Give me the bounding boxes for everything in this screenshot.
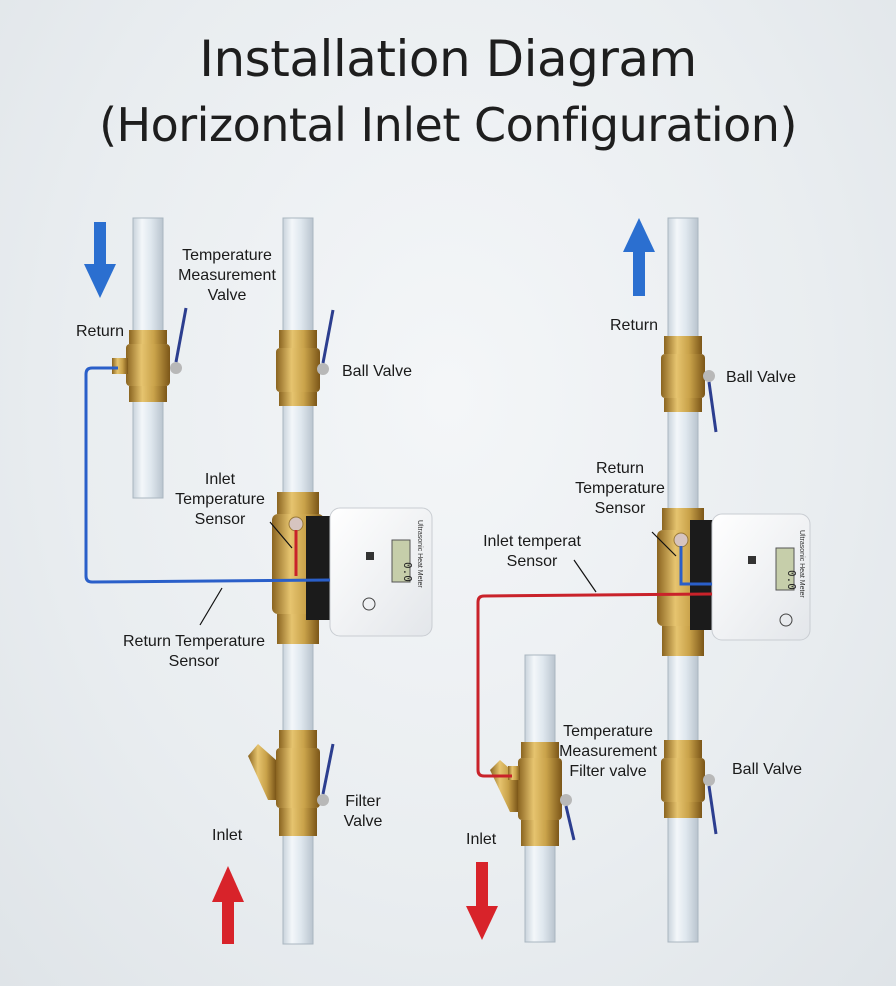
left-ball-valve-label: Ball Valve (342, 363, 412, 380)
label-line: Temperature (182, 247, 272, 264)
left-inlet-temp-sensor-label: Inlet Temperature Sensor (168, 470, 272, 530)
right-return-wire (679, 546, 712, 586)
right-heat-meter (711, 513, 811, 641)
right-return-sensor-leader (651, 531, 677, 557)
right-ball-valve-top-label: Ball Valve (726, 369, 796, 386)
right-meter-assembly (657, 508, 718, 656)
label-line: Filter valve (569, 763, 647, 780)
diagram-title: Installation Diagram (199, 30, 697, 88)
left-return-arrow (84, 222, 116, 298)
label-line: Return Temperature (123, 633, 265, 650)
right-inlet-sensor-leader (573, 559, 597, 593)
label-line: Valve (343, 813, 383, 830)
label-line: Sensor (194, 511, 246, 528)
left-inlet-arrow (212, 866, 244, 944)
left-meter-assembly (272, 492, 336, 644)
left-return-sensor-leader (199, 587, 223, 626)
label-line: Sensor (168, 653, 220, 670)
left-ball-valve[interactable] (276, 309, 335, 406)
right-inlet-label: Inlet (466, 831, 497, 848)
right-ball-valve-bottom[interactable] (661, 740, 718, 835)
left-heat-meter (329, 507, 433, 637)
left-return-label: Return (76, 323, 125, 340)
label-line: Inlet (204, 471, 236, 488)
left-filter-valve[interactable] (248, 730, 335, 836)
left-filter-valve-label: Filter Valve (338, 792, 388, 832)
label-line: Sensor (594, 500, 646, 517)
right-temp-measurement-filter-valve-label: Temperature Measurement Filter valve (556, 722, 660, 782)
label-line: Valve (207, 287, 247, 304)
right-ball-valve-bottom-label: Ball Valve (732, 761, 802, 778)
left-return-temp-sensor-label: Return Temperature Sensor (118, 632, 270, 672)
right-meter-display: 0.0 (785, 570, 798, 590)
right-return-label: Return (610, 317, 659, 334)
label-line: Measurement (559, 743, 657, 760)
left-temp-measurement-valve-label: Temperature Measurement Valve (168, 246, 286, 306)
label-line: Sensor (506, 553, 558, 570)
right-inlet-wire (476, 592, 713, 778)
left-return-wire (84, 366, 331, 584)
right-return-arrow (623, 218, 655, 296)
label-line: Temperature (575, 480, 665, 497)
right-temp-measurement-filter-valve[interactable] (490, 742, 576, 846)
right-inlet-arrow (466, 862, 498, 940)
left-meter-display: 0.0 (401, 562, 414, 582)
right-inlet-temp-sensor-label: Inlet temperat Sensor (474, 532, 590, 572)
left-inlet-sensor-leader (269, 521, 293, 549)
right-return-temp-sensor-label: Return Temperature Sensor (568, 459, 672, 519)
label-line: Inlet temperat (483, 533, 581, 550)
left-meter-name: Ultrasonic Heat Meter (416, 520, 423, 588)
diagram-subtitle: (Horizontal Inlet Configuration) (99, 98, 797, 152)
right-ball-valve-top[interactable] (661, 336, 718, 433)
label-line: Filter (345, 793, 381, 810)
left-inlet-label: Inlet (212, 827, 243, 844)
right-diagram: Ultrasonic Heat Meter 0.0 (466, 217, 811, 943)
label-line: Measurement (178, 267, 276, 284)
label-line: Temperature (563, 723, 653, 740)
right-meter-name: Ultrasonic Heat Meter (798, 530, 805, 598)
label-line: Temperature (175, 491, 265, 508)
left-temp-measurement-valve[interactable] (112, 307, 188, 402)
left-diagram: Ultrasonic Heat Meter 0.0 (84, 217, 433, 945)
label-line: Return (595, 460, 645, 477)
